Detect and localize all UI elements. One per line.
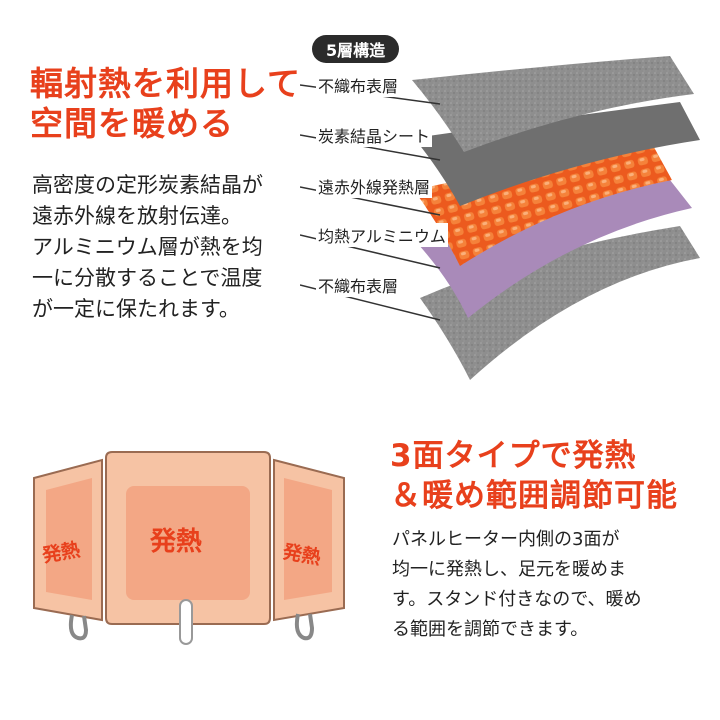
headline-three-sides: 3面タイプで発熱 ＆暖め範囲調節可能 [390, 436, 678, 516]
headline-radiant-heat: 輻射熱を利用して 空間を暖める [30, 64, 301, 144]
panel-label-center: 発熱 [150, 527, 203, 557]
description-line: す。スタンド付きなので、暖め [392, 589, 642, 610]
description-line: る範囲を調節できます。 [392, 619, 589, 640]
layer-label-heater: 遠赤外線発熱層 [316, 174, 433, 198]
description-line: パネルヒーター内側の3面が [392, 529, 620, 550]
stand-right [294, 613, 315, 641]
description-line: アルミニウム層が熱を均 [32, 235, 263, 259]
layer-felt-top [412, 56, 694, 152]
description-three-sides: パネルヒーター内側の3面が 均一に発熱し、足元を暖めま す。スタンド付きなので、… [392, 525, 641, 645]
headline-line-2: ＆暖め範囲調節可能 [390, 478, 678, 514]
stand-center [179, 599, 193, 645]
description-line: 高密度の定形炭素結晶が [32, 173, 263, 197]
structure-badge: 5層構造 [312, 35, 400, 63]
headline-line-1: 3面タイプで発熱 [390, 438, 637, 474]
panel-heater-illustration [33, 451, 345, 645]
layer-aluminium [418, 180, 692, 318]
layer-structure-illustration [300, 56, 700, 380]
description-radiant-heat: 高密度の定形炭素結晶が 遠赤外線を放射伝達。 アルミニウム層が熱を均 一に分散す… [32, 170, 263, 325]
layer-heater [414, 140, 672, 266]
stand-left [68, 614, 89, 641]
layer-label-felt-bottom: 不織布表層 [316, 273, 401, 297]
layer-label-felt-top: 不織布表層 [316, 73, 401, 97]
description-line: 一に分散することで温度 [32, 266, 263, 290]
description-line: 遠赤外線を放射伝達。 [32, 204, 242, 228]
headline-line-2: 空間を暖める [30, 104, 234, 143]
layer-label-carbon: 炭素結晶シート [316, 123, 433, 147]
description-line: が一定に保たれます。 [32, 297, 240, 321]
headline-line-1: 輻射熱を利用して [30, 64, 302, 103]
layer-label-aluminium: 均熱アルミニウム [316, 223, 448, 247]
description-line: 均一に発熱し、足元を暖めま [392, 559, 626, 580]
layer-felt-bottom [420, 226, 700, 380]
